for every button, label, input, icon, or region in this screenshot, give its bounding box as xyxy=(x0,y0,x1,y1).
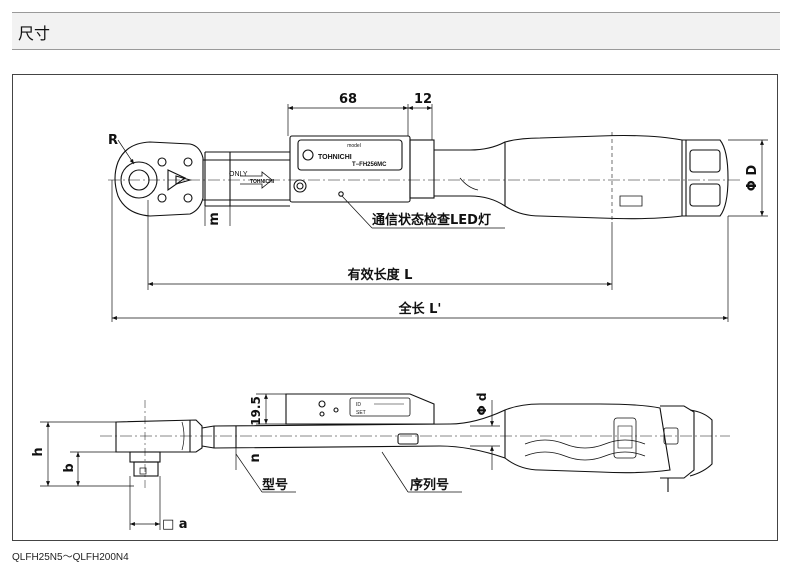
ratchet-head-top xyxy=(114,141,204,217)
plate-model-label: model xyxy=(347,143,361,149)
section-header: 尺寸 xyxy=(0,0,790,58)
dim-phi-d-small-label: Φ d xyxy=(475,393,489,416)
dim-phi-d-small xyxy=(470,400,500,470)
dim-h-label: h xyxy=(31,447,46,456)
dim-phi-d-label: Φ D xyxy=(745,165,760,192)
dim-19-5-label: 19.5 xyxy=(249,396,263,426)
dim-a xyxy=(129,476,161,530)
dim-b-label: b xyxy=(62,463,77,472)
dim-m-label: m xyxy=(207,212,222,226)
dim-a-label: □ a xyxy=(162,517,188,532)
drawing-frame xyxy=(12,74,778,541)
dim-r-label: R xyxy=(108,133,118,148)
header-bar xyxy=(12,12,780,50)
dim-b xyxy=(70,451,116,486)
led-leader xyxy=(341,195,505,229)
serial-label: 序列号 xyxy=(410,477,449,493)
dim-n-label: n xyxy=(248,453,263,462)
dim-19-5 xyxy=(256,393,286,425)
dim-68-label: 68 xyxy=(339,92,357,107)
section-title: 尺寸 xyxy=(18,24,51,43)
dim-effective-length xyxy=(147,200,613,290)
serial-leader xyxy=(381,451,462,493)
shaft-brand: TOHNICHI xyxy=(250,179,275,185)
model-leader xyxy=(235,453,296,493)
side-view-wrench xyxy=(115,393,713,492)
top-view-wrench xyxy=(114,132,729,222)
panel-id-label: ID xyxy=(356,402,361,408)
panel-set-label: SET xyxy=(356,410,366,416)
dim-phi-d-large xyxy=(728,139,768,217)
dim-total-length xyxy=(111,180,729,322)
effective-length-label: 有效长度 L xyxy=(348,267,413,283)
led-label: 通信状态检查LED灯 xyxy=(372,212,491,228)
model-label: 型号 xyxy=(262,477,288,493)
plate-brand: TOHNICHI xyxy=(318,154,352,161)
plate-number: T−FH256MC xyxy=(352,162,387,168)
model-range-caption: QLFH25N5～QLFH200N4 xyxy=(12,552,129,563)
dim-r-leader xyxy=(117,139,135,165)
dim-h xyxy=(40,421,134,487)
dim-68-12 xyxy=(287,104,433,140)
dim-m xyxy=(204,206,231,226)
total-length-label: 全长 L' xyxy=(398,301,442,317)
dim-12-label: 12 xyxy=(414,92,432,107)
only-mark: ONLY xyxy=(229,171,248,178)
